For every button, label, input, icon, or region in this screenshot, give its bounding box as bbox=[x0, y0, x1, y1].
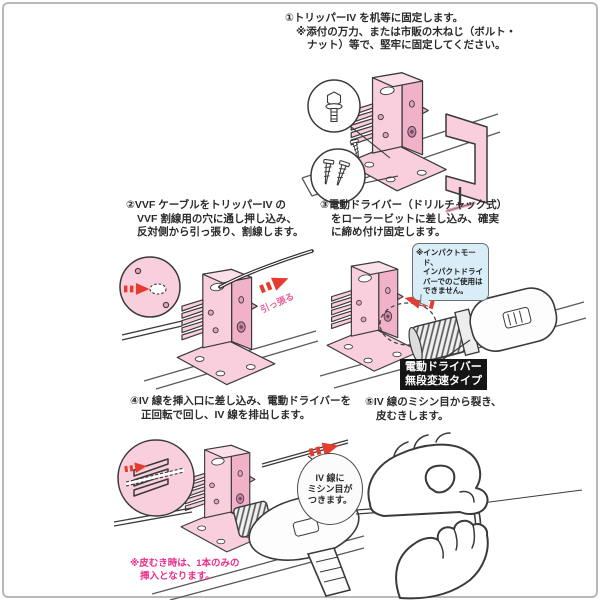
step2-title: ②VVF ケーブルをトリッパーIV の VVF 割線用の穴に通し押し込み、 反対… bbox=[126, 199, 304, 238]
impact-warning-note: ※インパクトモード、 インパクトドライ バーでのご使用は できません。 bbox=[412, 243, 489, 301]
step3-title: ③電動ドライバー（ドリルチャック式） をローラービットに差し込み、確実 に締め付… bbox=[320, 199, 508, 238]
perforation-callout: IV 線に ミシン目が つきます。 bbox=[297, 453, 363, 525]
c-clamp-icon bbox=[445, 113, 488, 213]
step4-title: ④IV 線を挿入口に差し込み、電動ドライバーを 正回転で回し、IV 線を排出しま… bbox=[130, 395, 352, 421]
pull-arrow-icon bbox=[258, 271, 292, 296]
strip-note: ※皮むき時は、1本のみの 挿入となります。 bbox=[130, 558, 240, 582]
step1-illustration bbox=[301, 72, 501, 213]
pull-label: 引っ張る bbox=[258, 290, 295, 315]
screws-callout bbox=[310, 138, 399, 204]
step1-title: ①トリッパーIV を机等に固定します。 bbox=[285, 12, 464, 24]
lower-hand bbox=[395, 519, 489, 600]
driver-type-label: 電動ドライバー 無段変速タイプ bbox=[400, 359, 487, 390]
upper-hand bbox=[367, 432, 489, 517]
vvf-cable bbox=[121, 249, 314, 341]
label-leader-line bbox=[441, 339, 471, 361]
tool-illustration bbox=[326, 261, 421, 372]
drill-chuck bbox=[408, 287, 558, 364]
step5-illustration bbox=[355, 432, 583, 600]
step2-illustration: 引っ張る bbox=[119, 249, 319, 390]
step4-illustration bbox=[113, 438, 365, 600]
comb-closeup-callout bbox=[117, 439, 195, 517]
step3-illustration bbox=[319, 261, 587, 389]
step5-title: ⑤IV 線のミシン目から裂き、 皮むきします。 bbox=[365, 396, 502, 422]
bolt-callout bbox=[307, 79, 391, 159]
hole-closeup-callout bbox=[119, 256, 181, 318]
step1-note: ※添付の万力、または市販の木ねじ（ボルト・ ナット）等で、堅牢に固定してください… bbox=[296, 26, 517, 51]
